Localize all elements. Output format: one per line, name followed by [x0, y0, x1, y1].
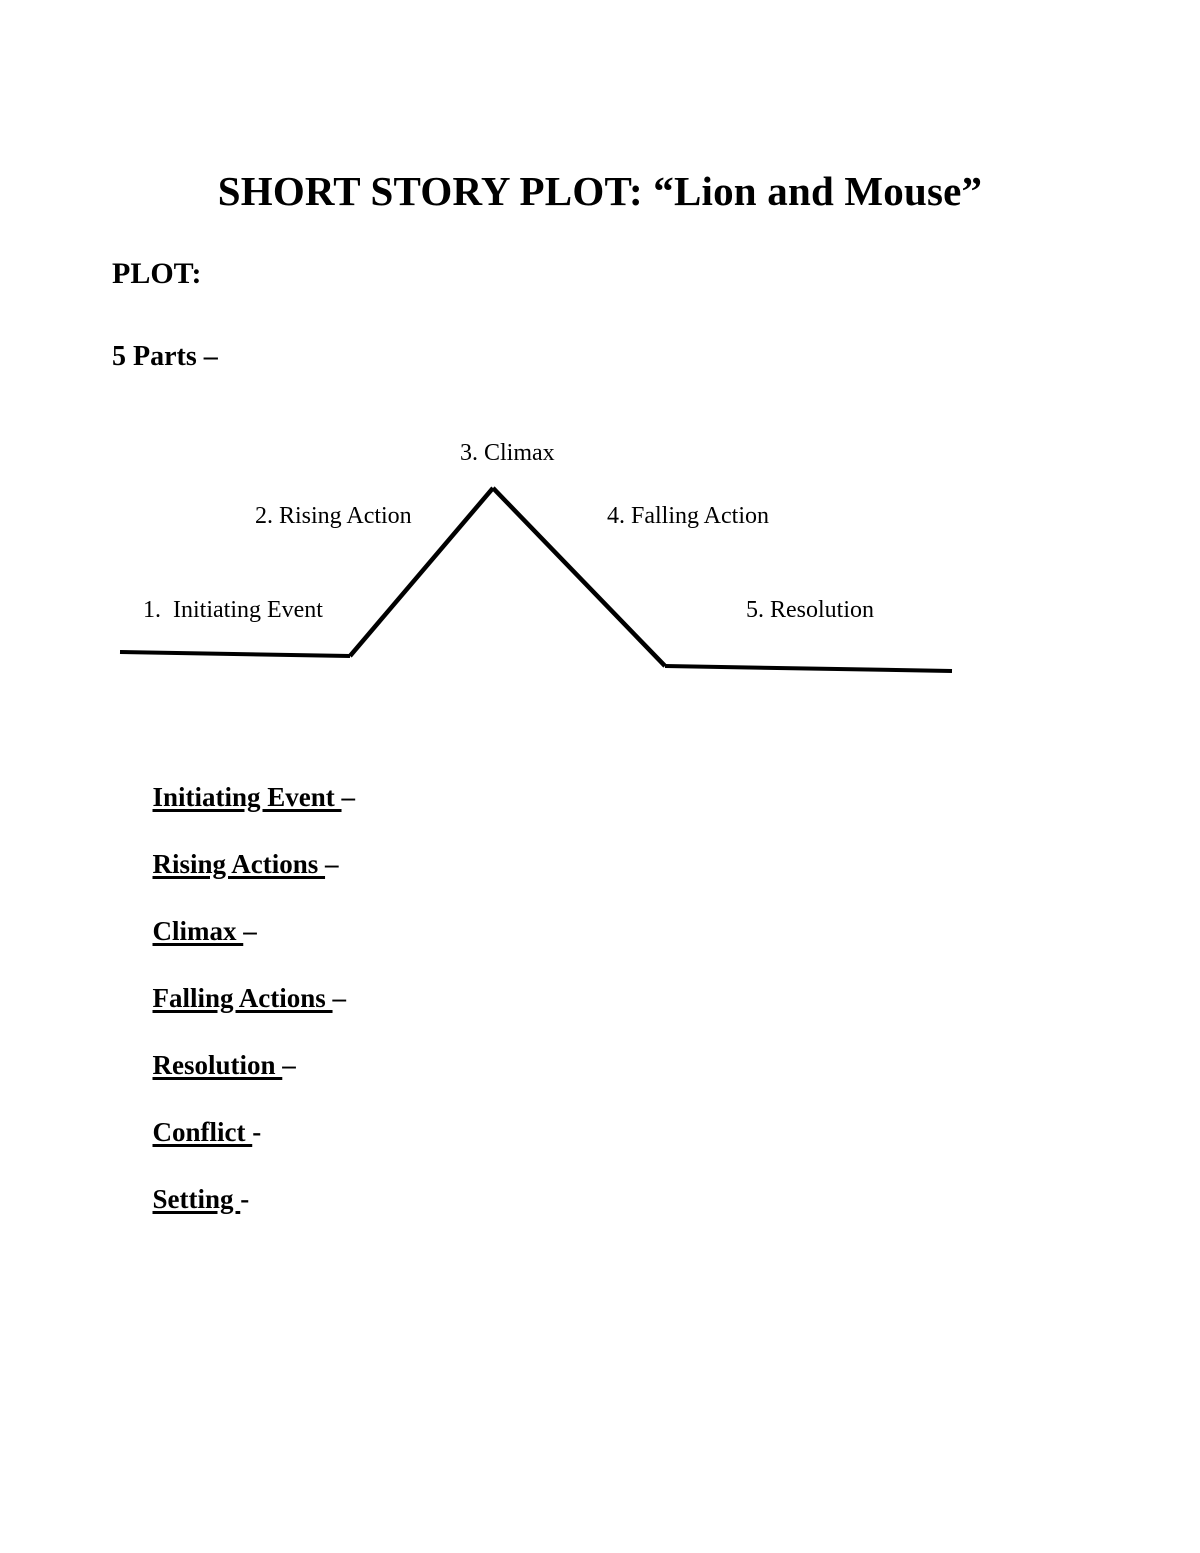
plot-arc-diagram: 3. Climax 2. Rising Action 4. Falling Ac… — [110, 430, 990, 690]
section-heading-parts: 5 Parts – — [112, 341, 218, 372]
term-dash: – — [243, 916, 257, 946]
term-label: Initiating Event — [152, 782, 342, 812]
term-dash: – — [325, 849, 339, 879]
term-row: Rising Actions – — [112, 824, 712, 891]
page-title: SHORT STORY PLOT: “Lion and Mouse” — [217, 168, 983, 215]
section-heading-plot: PLOT: — [112, 257, 202, 290]
term-label: Setting — [152, 1184, 241, 1214]
term-dash: - — [252, 1117, 262, 1147]
baseline-right-segment — [664, 664, 953, 673]
term-dash: – — [341, 782, 356, 812]
plot-term-list: Initiating Event – Rising Actions – Clim… — [112, 757, 712, 1226]
term-row: Conflict - — [112, 1092, 712, 1159]
diagram-label-rising-action: 2. Rising Action — [255, 503, 412, 529]
term-row: Resolution – — [112, 1025, 712, 1092]
term-row: Setting - — [112, 1159, 712, 1226]
diagram-label-falling-action: 4. Falling Action — [607, 503, 769, 529]
term-dash: – — [332, 983, 347, 1013]
term-row: Falling Actions – — [112, 958, 712, 1025]
falling-action-segment — [491, 486, 667, 668]
baseline-left-segment — [119, 650, 351, 658]
term-label: Rising Actions — [152, 849, 326, 879]
term-dash: - — [240, 1184, 250, 1214]
term-row: Initiating Event – — [112, 757, 712, 824]
diagram-label-initiating-event: 1. Initiating Event — [143, 597, 323, 623]
term-label: Climax — [152, 916, 244, 946]
diagram-label-climax: 3. Climax — [460, 440, 555, 466]
plot-arc-line-graphic — [119, 486, 953, 673]
rising-action-segment — [348, 486, 495, 658]
diagram-label-resolution: 5. Resolution — [746, 597, 875, 623]
term-label: Falling Actions — [152, 983, 333, 1013]
term-label: Conflict — [152, 1117, 253, 1147]
term-label: Resolution — [152, 1050, 283, 1080]
term-dash: – — [282, 1050, 296, 1080]
term-row: Climax – — [112, 891, 712, 958]
